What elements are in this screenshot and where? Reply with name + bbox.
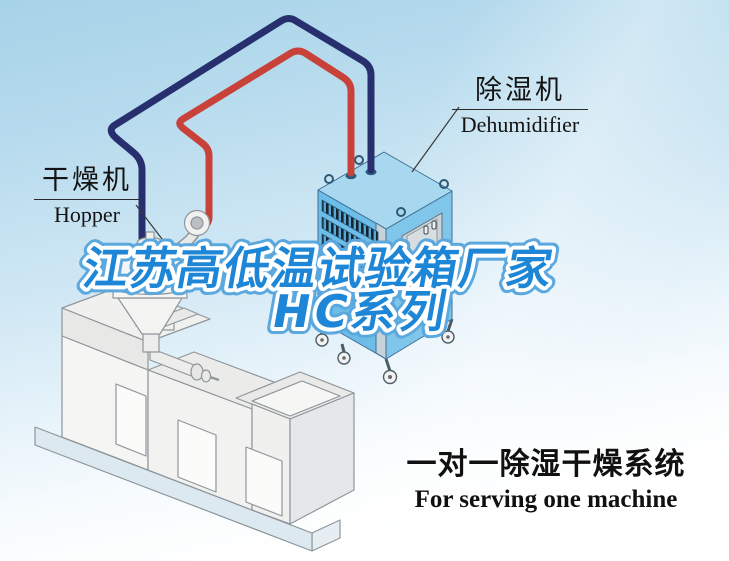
machine-window [245,446,283,517]
control-door [401,212,443,323]
leader-lines [135,106,460,253]
machine-base-right [311,519,341,552]
cabinet-corner-trim [375,222,387,360]
louver-vents [321,199,379,278]
title-halo-line1: 江苏高低温试验箱厂家 [79,242,558,295]
hopper-knob [145,231,155,243]
door-button [423,225,429,235]
title-line1: 江苏高低温试验箱厂家 [79,242,558,295]
title-line2: HC系列 [268,285,454,338]
title-halo-line2: HC系列 [268,285,454,338]
machine-window [177,419,217,493]
hopper-label-en: Hopper [54,202,120,228]
door-button [431,220,437,230]
return-air-hose [107,15,375,259]
hopper-leader-line [135,204,173,253]
eye-bolts [324,155,449,217]
caption-zh: 一对一除湿干燥系统 [406,447,686,482]
machine-clamp-recess [251,380,341,417]
machine-clamp-side [289,392,355,525]
main-title: 江苏高低温试验箱厂家 HC系列 江苏高低温试验箱厂家 HC系列 [72,235,565,345]
dehumidifier-label-en: Dehumidifier [460,112,580,138]
dehumidifier-unit [315,151,455,385]
dehumidifier-label-zh: 除湿机 [452,75,588,111]
caster-wheels [315,318,455,385]
hopper-dome-band [112,289,188,296]
caption-en: For serving one machine [414,485,678,513]
injection-barrel [149,347,220,383]
hose-flange-port [190,216,204,230]
hopper-label-zh: 干燥机 [34,165,140,201]
hopper-dryer [112,209,211,353]
hopper-callout: 干燥机 Hopper [34,165,140,228]
dehumidifier-leader-line [411,106,460,173]
hopper-neck [142,331,160,353]
system-caption: 一对一除湿干燥系统 For serving one machine [396,447,696,514]
dehumidifier-callout: 除湿机 Dehumidifier [452,75,588,138]
machine-window [115,383,147,457]
